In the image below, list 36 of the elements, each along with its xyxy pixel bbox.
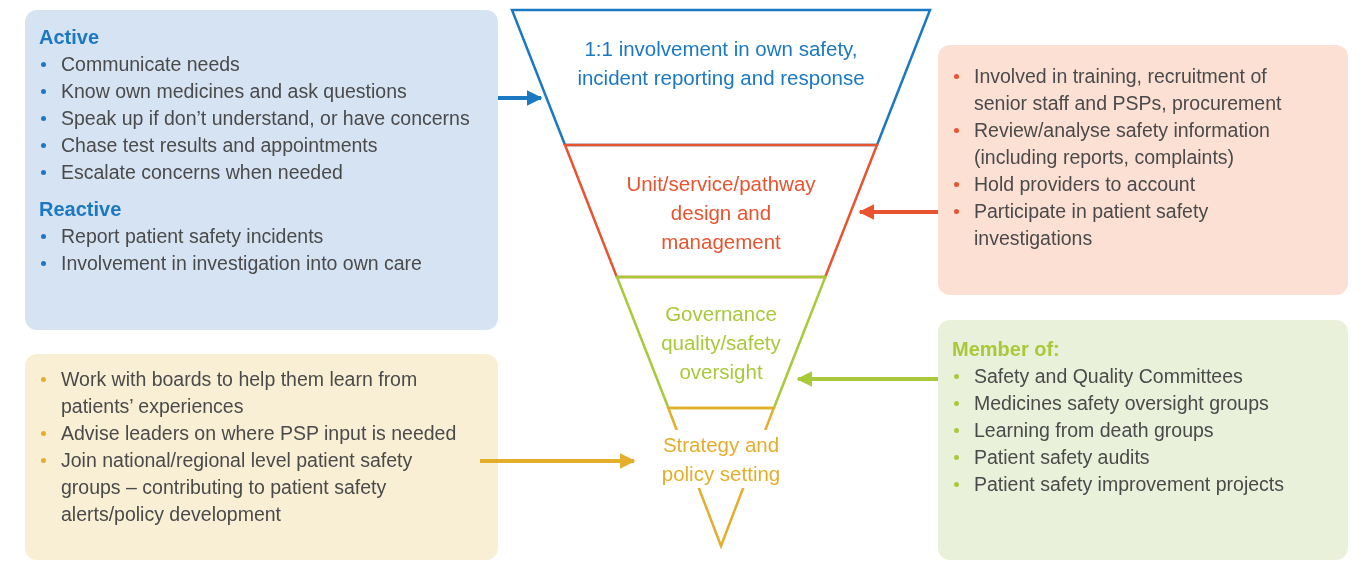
arrow xyxy=(498,90,543,106)
bullet-item: Involvement in investigation into own care xyxy=(39,250,479,277)
section-heading: Member of: xyxy=(952,337,1060,362)
bullet-item: Join national/regional level patient safety groups – contributing to patient safety alerts/policy development xyxy=(39,447,459,528)
arrow xyxy=(796,371,938,387)
bullet-item: Medicines safety oversight groups xyxy=(952,390,1322,417)
funnel-band xyxy=(616,277,826,408)
band-label: 1:1 involvement in own safety, incident reporting and response xyxy=(576,36,866,91)
funnel-band xyxy=(512,10,930,145)
bullet-item: Safety and Quality Committees xyxy=(952,363,1322,390)
section-heading: Reactive xyxy=(39,197,122,222)
funnel-band xyxy=(565,145,877,277)
text-card xyxy=(25,354,498,560)
bullet-item: Patient safety improvement projects xyxy=(952,471,1322,498)
text-card xyxy=(938,45,1348,295)
bullet-item: Involved in training, recruitment of senior staff and PSPs, procurement xyxy=(952,63,1322,117)
bullet-item: Hold providers to account xyxy=(952,171,1322,198)
bullet-item: Participate in patient safety investigations xyxy=(952,198,1322,252)
band-label: Unit/service/pathway design and management xyxy=(625,171,817,255)
section-heading: Active xyxy=(39,25,100,50)
bullet-item: Work with boards to help them learn from patients’ experiences xyxy=(39,366,459,420)
bullet-item: Speak up if don’t understand, or have concerns xyxy=(39,105,479,132)
band-label: Governance quality/safety oversight xyxy=(660,301,782,385)
bullet-item: Learning from death groups xyxy=(952,417,1322,444)
bullet-item: Review/analyse safety information (including reports, complaints) xyxy=(952,117,1322,171)
arrow xyxy=(858,204,938,220)
bullet-item: Chase test results and appointments xyxy=(39,132,479,159)
text-card xyxy=(938,320,1348,560)
text-card xyxy=(25,10,498,330)
bullet-item: Report patient safety incidents xyxy=(39,223,479,250)
bullet-item: Advise leaders on where PSP input is needed xyxy=(39,420,459,447)
arrow xyxy=(480,453,636,469)
bullet-item: Patient safety audits xyxy=(952,444,1322,471)
bullet-item: Know own medicines and ask questions xyxy=(39,78,479,105)
bullet-item: Escalate concerns when needed xyxy=(39,159,479,186)
bullet-item: Communicate needs xyxy=(39,51,479,78)
